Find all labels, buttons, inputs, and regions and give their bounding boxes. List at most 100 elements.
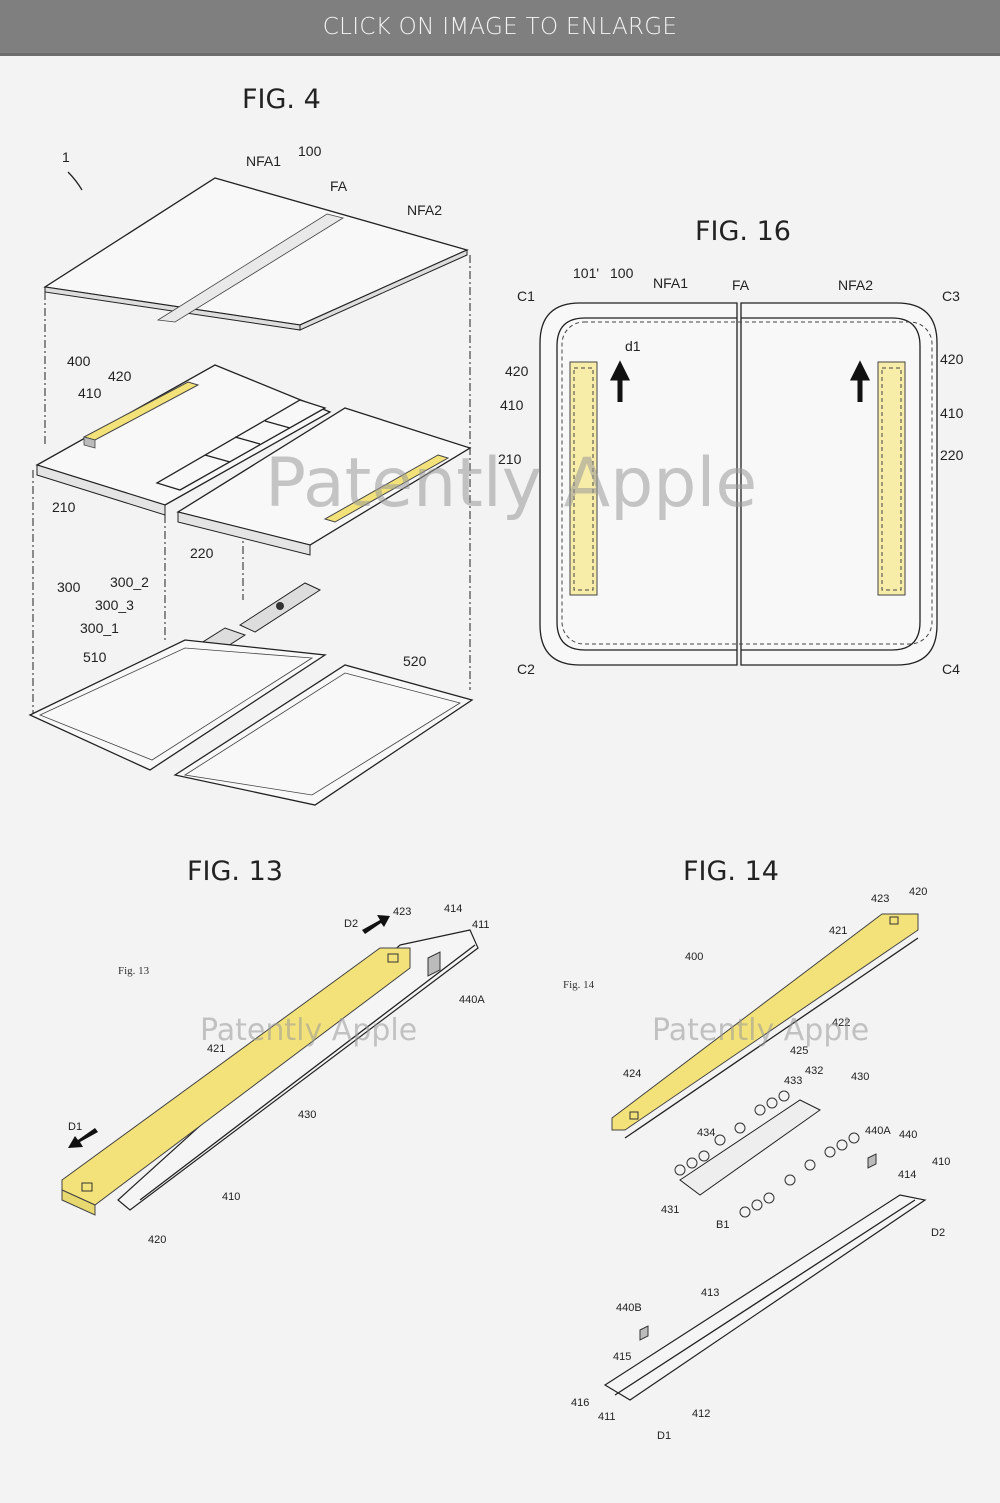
slide-bar-400-right xyxy=(323,454,450,523)
ball-retainer-430 xyxy=(679,1099,821,1196)
ref-label: 420 xyxy=(909,886,927,898)
ref-label: 510 xyxy=(83,649,107,665)
ref-label: 410 xyxy=(500,397,524,413)
ref-label: 410 xyxy=(78,385,102,401)
ref-label: 440B xyxy=(616,1302,642,1314)
ref-label: NFA2 xyxy=(407,202,442,218)
fig4: FIG. 4 xyxy=(28,84,474,806)
ref-label: 1 xyxy=(62,149,70,165)
folding-area-band xyxy=(156,213,345,323)
spring-440a xyxy=(427,951,441,977)
ref-label: 210 xyxy=(498,451,522,467)
spring-440a xyxy=(867,1153,877,1169)
ref-label: 413 xyxy=(701,1287,719,1299)
ref-label: 210 xyxy=(52,499,76,515)
fig16-title: FIG. 16 xyxy=(695,216,791,247)
ref-label: NFA1 xyxy=(246,153,281,169)
fig13: FIG. 13 Fig. 13 D2 423 414 411 440A 421 … xyxy=(61,856,490,1246)
display-panel-100 xyxy=(43,177,469,326)
strip-inner xyxy=(573,367,594,591)
ref-label: 420 xyxy=(940,351,964,367)
ref-label: 440A xyxy=(865,1125,891,1137)
frame-520 xyxy=(173,664,474,806)
display-dashed-outline xyxy=(561,321,933,645)
arrow-d1-icon xyxy=(68,1128,98,1148)
ref-label: d1 xyxy=(625,338,641,354)
fig4-title: FIG. 4 xyxy=(242,84,321,115)
ref-label: 421 xyxy=(829,925,847,937)
fig14-title: FIG. 14 xyxy=(683,856,779,887)
ref-label: 300_3 xyxy=(95,597,134,613)
figure-caption: Fig. 14 xyxy=(563,979,595,991)
slide-cover-420 xyxy=(611,913,919,1131)
plate-edge xyxy=(177,511,311,556)
ref-label: 423 xyxy=(393,906,411,918)
fig14: FIG. 14 Fig. 14 423 420 421 400 422 425 … xyxy=(563,856,950,1442)
enlarge-image-banner[interactable]: CLICK ON IMAGE TO ENLARGE xyxy=(0,0,1000,56)
arrow-up-icon xyxy=(849,360,871,402)
right-housing-220 xyxy=(740,302,938,666)
ref-label: 420 xyxy=(148,1234,166,1246)
fig16: FIG. 16 101' 100 NFA1 FA NFA2 C1 C3 C2 C… xyxy=(498,216,964,677)
ref-label: D2 xyxy=(344,918,358,930)
ref-label: 430 xyxy=(851,1071,869,1083)
ref-label: 414 xyxy=(444,903,462,915)
ref-label: FA xyxy=(330,178,348,194)
frame-inner xyxy=(183,672,462,796)
ref-label: 411 xyxy=(598,1411,616,1423)
cover-lip xyxy=(624,937,919,1139)
hinge-blocks xyxy=(155,399,327,491)
ref-label: C2 xyxy=(517,661,535,677)
ref-label: 422 xyxy=(832,1017,850,1029)
ref-label: C3 xyxy=(942,288,960,304)
ref-label: 432 xyxy=(805,1065,823,1077)
ref-label: 421 xyxy=(207,1043,225,1055)
hook-423 xyxy=(387,953,399,963)
ref-label: 220 xyxy=(190,545,214,561)
ref-label: C1 xyxy=(517,288,535,304)
patent-drawings[interactable]: FIG. 4 xyxy=(0,56,1000,1503)
ref-label: C4 xyxy=(942,661,960,677)
watermark: Patently Apple xyxy=(652,1013,869,1048)
ref-label: D1 xyxy=(68,1121,82,1133)
ref-label: 400 xyxy=(67,353,91,369)
ref-label: B1 xyxy=(716,1219,729,1231)
ref-label: FA xyxy=(732,277,750,293)
ref-label: 425 xyxy=(790,1045,808,1057)
ref-label: NFA1 xyxy=(653,275,688,291)
ref-label: 100 xyxy=(610,265,634,281)
ref-label: 300_2 xyxy=(110,574,149,590)
ref-label: 100 xyxy=(298,143,322,159)
watermark: Patently Apple xyxy=(200,1013,417,1048)
strip-inner xyxy=(881,367,902,591)
ref-label: 440A xyxy=(459,994,485,1006)
ref-label: 220 xyxy=(940,447,964,463)
leader-arrow xyxy=(67,171,83,191)
enlarge-label: CLICK ON IMAGE TO ENLARGE xyxy=(322,13,678,40)
spring-440b xyxy=(639,1325,649,1341)
ref-label: 410 xyxy=(932,1156,950,1168)
display-outline xyxy=(556,317,737,651)
rail-line xyxy=(614,1199,916,1396)
ball-bearings xyxy=(674,1090,860,1218)
watermark: Patently Apple xyxy=(265,444,757,523)
ref-label: 440 xyxy=(899,1129,917,1141)
figure-caption: Fig. 13 xyxy=(118,965,150,977)
hook-424 xyxy=(629,1111,639,1120)
frame-inner xyxy=(38,647,314,761)
ref-label: 434 xyxy=(697,1127,715,1139)
hook-423 xyxy=(889,916,899,925)
slide-cover-420 xyxy=(61,947,411,1206)
ref-label: 400 xyxy=(685,951,703,963)
ref-label: 415 xyxy=(613,1351,631,1363)
arrow-up-icon xyxy=(609,360,631,402)
guide-rail-410 xyxy=(117,929,479,1211)
fig13-title: FIG. 13 xyxy=(187,856,283,887)
ref-label: 412 xyxy=(692,1408,710,1420)
ref-label: 423 xyxy=(871,893,889,905)
ref-label: 300 xyxy=(57,579,81,595)
ref-label: 410 xyxy=(222,1191,240,1203)
ref-label: D1 xyxy=(657,1430,671,1442)
ref-label: 431 xyxy=(661,1204,679,1216)
ref-label: 300_1 xyxy=(80,620,119,636)
